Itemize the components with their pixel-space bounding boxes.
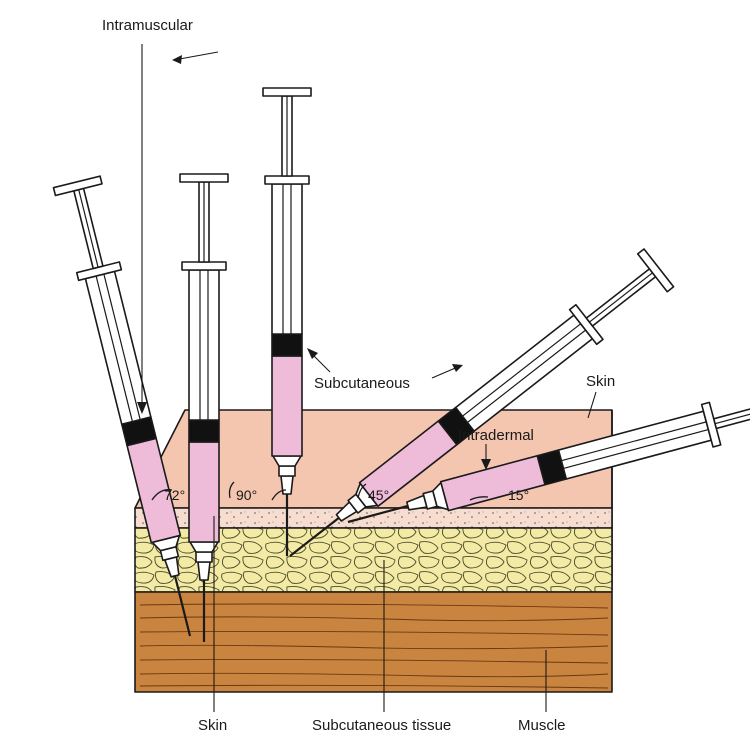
label-skin-top: Skin: [586, 373, 615, 390]
label-subcutaneous: Subcutaneous: [314, 375, 410, 392]
label-skin-bottom: Skin: [198, 717, 227, 734]
angle-90-label: 90°: [236, 487, 257, 503]
angle-72-label: 72°: [164, 487, 185, 503]
label-subcutaneous-tissue: Subcutaneous tissue: [312, 717, 451, 734]
label-intradermal: Intradermal: [458, 427, 534, 444]
arrowheads: [137, 55, 491, 470]
angle-45-label: 45°: [368, 487, 389, 503]
muscle-fibers: [139, 603, 609, 689]
label-muscle: Muscle: [518, 717, 566, 734]
angle-arcs: [151, 481, 489, 501]
label-intramuscular: Intramuscular: [102, 17, 193, 34]
angle-15-label: 15°: [508, 487, 529, 503]
leader-lines: [141, 44, 597, 712]
